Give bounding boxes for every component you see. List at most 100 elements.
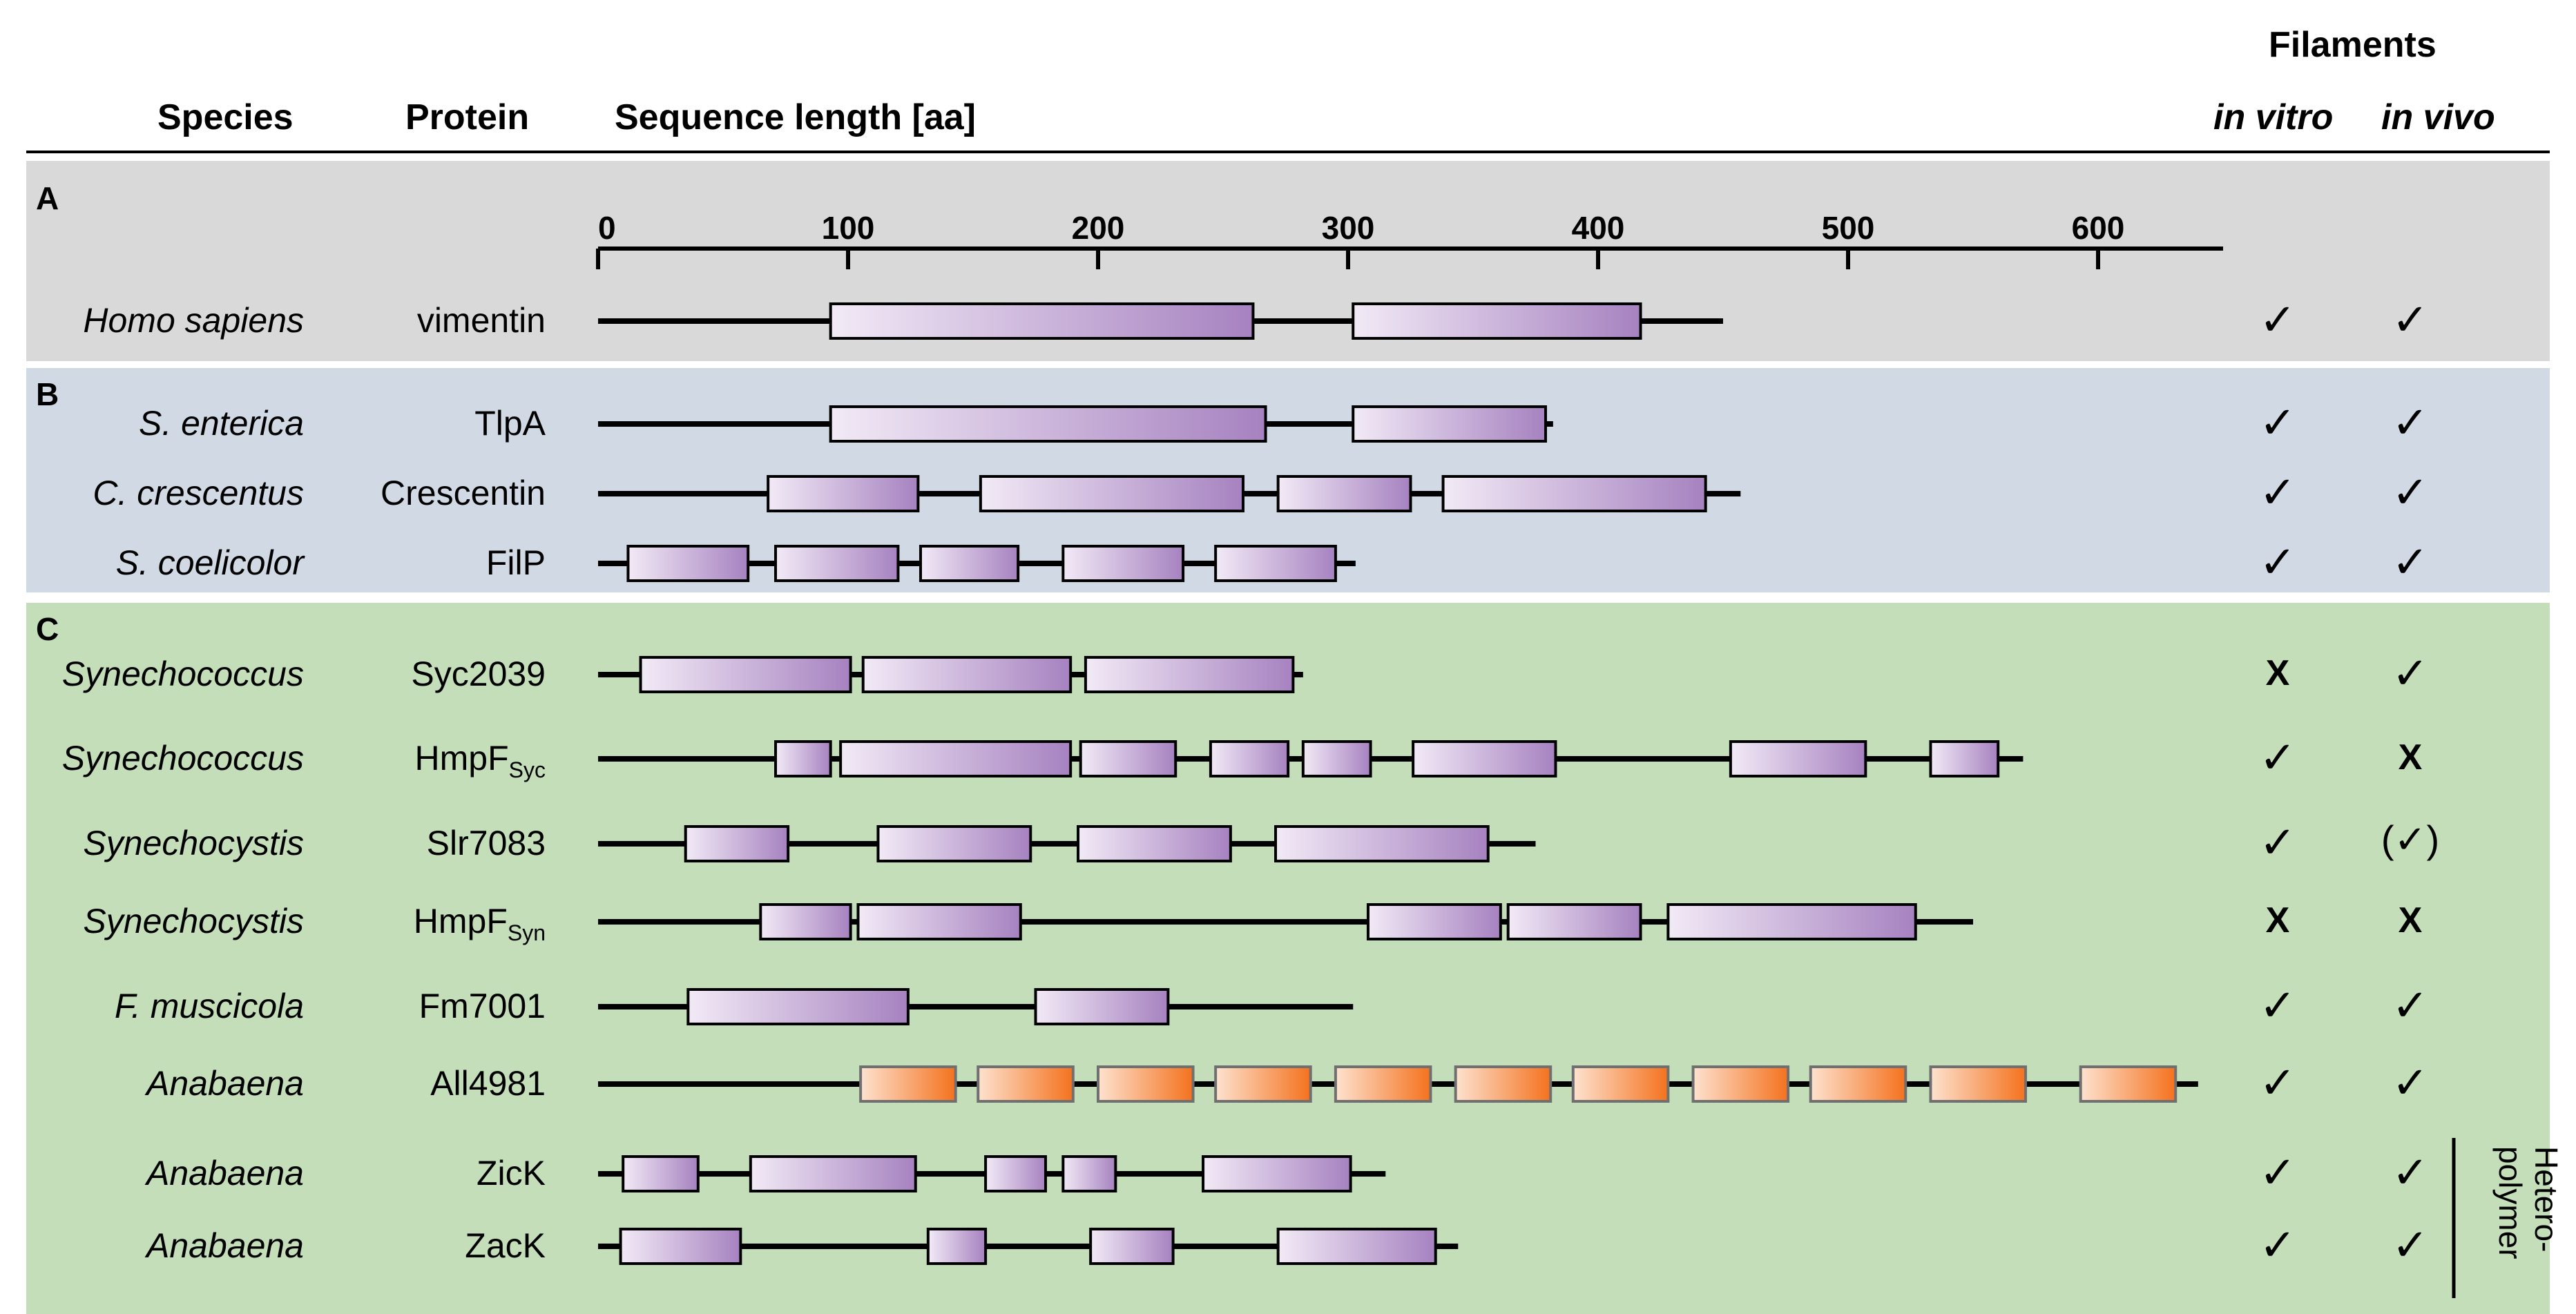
header-filaments: Filaments [2269,25,2436,65]
coiled-coil-domain [1929,740,2000,777]
panel-label-b: B [36,376,59,412]
in-vivo-mark: ✓ [2392,1058,2429,1108]
in-vivo-mark: ✓ [2392,467,2429,517]
coiled-coil-domain [1077,825,1232,862]
repeat-domain [1334,1065,1432,1103]
panel-label-a: A [36,180,59,216]
protein-subscript: Syn [507,920,546,945]
coiled-coil-domain [856,903,1022,940]
coiled-coil-domain [684,825,790,862]
coiled-coil-domain [1441,475,1707,512]
coiled-coil-domain [1202,1155,1352,1192]
coiled-coil-domain [1061,545,1185,582]
repeat-domain [1929,1065,2028,1103]
coiled-coil-domain [984,1155,1047,1192]
in-vitro-mark: ✓ [2259,818,2296,867]
repeat-domain [859,1065,957,1103]
repeat-domain [977,1065,1075,1103]
coiled-coil-domain [1089,1228,1175,1265]
protein-label: ZacK [465,1226,546,1265]
species-label: Synechocystis [83,902,304,940]
coiled-coil-domain [1084,656,1295,693]
in-vitro-mark: ✓ [2259,467,2296,517]
coiled-coil-domain [1034,988,1170,1025]
repeat-domain [1809,1065,1907,1103]
in-vitro-mark: ✓ [2259,398,2296,447]
coiled-coil-domain [829,405,1267,443]
species-label: Synechococcus [61,739,304,777]
in-vivo-mark: X [2398,900,2423,940]
in-vitro-mark: ✓ [2259,1148,2296,1197]
species-label: Homo sapiens [83,301,304,340]
in-vitro-mark: ✓ [2259,980,2296,1030]
header-in-vivo: in vivo [2381,97,2495,137]
species-label: C. crescentus [93,474,304,512]
coiled-coil-domain [622,1155,700,1192]
protein-label: FilP [486,543,546,582]
coiled-coil-domain [1352,302,1642,340]
coiled-coil-domain [767,475,920,512]
in-vitro-mark: ✓ [2259,733,2296,782]
repeat-domain [1691,1065,1790,1103]
in-vitro-mark: ✓ [2259,295,2296,345]
panel-label-c: C [36,611,59,647]
in-vivo-mark: ✓ [2392,537,2429,587]
protein-label: Crescentin [381,474,546,512]
protein-label: HmpFSyc [414,739,546,782]
protein-label: ZicK [477,1154,546,1192]
axis-tick-label: 600 [2072,210,2125,246]
repeat-domain [1454,1065,1553,1103]
protein-label: Slr7083 [426,824,546,862]
coiled-coil-domain [774,545,900,582]
species-label: S. enterica [138,404,304,443]
in-vitro-mark: ✓ [2259,537,2296,587]
panel-c [26,603,2550,1314]
in-vivo-mark: (✓) [2381,818,2440,861]
coiled-coil-domain [639,656,852,693]
species-label: Anabaena [146,1226,304,1265]
coiled-coil-domain [749,1155,917,1192]
axis-tick-label: 100 [822,210,875,246]
coiled-coil-domain [1666,903,1917,940]
repeat-domain [1097,1065,1195,1103]
panel-a [26,161,2550,361]
coiled-coil-domain [1209,740,1290,777]
in-vivo-mark: ✓ [2392,295,2429,345]
coiled-coil-domain [686,988,910,1025]
in-vitro-mark: ✓ [2259,1058,2296,1108]
axis-tick-label: 0 [598,210,616,246]
in-vivo-mark: ✓ [2392,1148,2429,1197]
header-species: Species [157,97,294,137]
in-vitro-mark: ✓ [2259,1220,2296,1270]
protein-subscript: Syc [508,757,546,782]
species-label: Anabaena [146,1064,304,1103]
in-vivo-mark: X [2398,737,2423,777]
coiled-coil-domain [626,545,750,582]
repeat-domain [1214,1065,1312,1103]
repeat-domain [1571,1065,1670,1103]
in-vivo-mark: ✓ [2392,398,2429,447]
in-vitro-mark: X [2265,900,2290,940]
coiled-coil-domain [876,825,1032,862]
coiled-coil-domain [619,1228,742,1265]
coiled-coil-domain [829,302,1255,340]
header-in-vitro: in vitro [2213,97,2334,137]
protein-label: TlpA [474,404,546,443]
coiled-coil-domain [759,903,852,940]
axis-tick-label: 400 [1572,210,1625,246]
header-sequence-length: Sequence length [aa] [615,97,976,137]
coiled-coil-domain [1274,825,1490,862]
coiled-coil-domain [1214,545,1337,582]
coiled-coil-domain [774,740,832,777]
coiled-coil-domain [1366,903,1502,940]
coiled-coil-domain [1079,740,1178,777]
species-label: Synechococcus [61,655,304,693]
axis-tick-label: 200 [1072,210,1125,246]
coiled-coil-domain [1301,740,1372,777]
protein-label: HmpFSyn [413,902,546,945]
in-vivo-mark: ✓ [2392,1220,2429,1270]
in-vivo-mark: ✓ [2392,980,2429,1030]
protein-label: Syc2039 [411,655,546,693]
coiled-coil-domain [1412,740,1557,777]
